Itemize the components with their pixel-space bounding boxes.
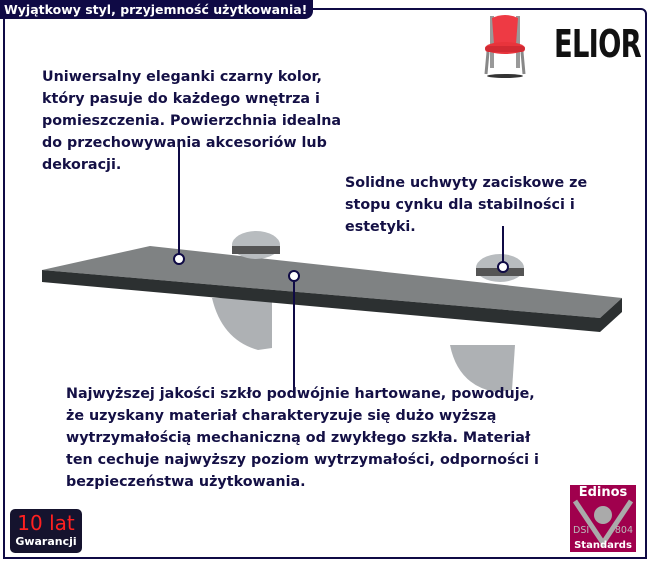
warranty-badge: 10 lat Gwarancji bbox=[10, 509, 82, 553]
callout-dot bbox=[173, 253, 185, 265]
bracket-right bbox=[450, 345, 515, 392]
callout-glass: Najwyższej jakości szkło podwójnie harto… bbox=[66, 386, 539, 490]
certificate-badge: Edinos DSI 804 Standards bbox=[570, 485, 636, 552]
bracket-left bbox=[212, 298, 272, 350]
callout-dot bbox=[288, 270, 300, 282]
content-frame bbox=[3, 8, 647, 559]
callout-color: Uniwersalny eleganki czarny kolor,który … bbox=[42, 69, 342, 173]
header-title: Wyjątkowy styl, przyjemność użytkowania! bbox=[0, 0, 314, 19]
brand-logo: ELIOR bbox=[554, 22, 642, 66]
red-chair-icon bbox=[484, 15, 526, 78]
callout-dot bbox=[497, 261, 509, 273]
glass-shelf-edge bbox=[42, 270, 622, 332]
glass-shelf-top bbox=[42, 246, 622, 318]
